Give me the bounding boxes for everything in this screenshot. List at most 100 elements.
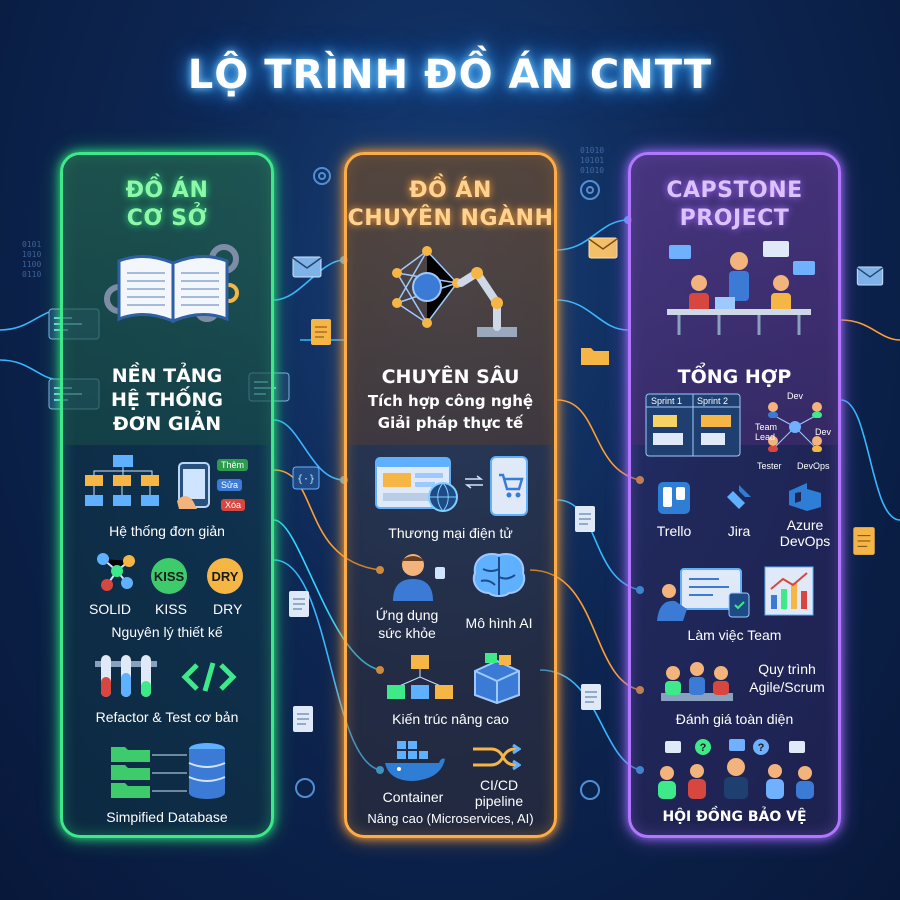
role-dev: Dev — [815, 427, 832, 437]
cicd-pipeline-icon — [473, 743, 521, 771]
code-block-icon: {·} — [292, 466, 320, 490]
container-label: Container — [382, 789, 444, 805]
package-boxes-icon — [474, 653, 520, 705]
open-book-gears-icon — [104, 244, 239, 324]
role-team-lead-line1: Team — [755, 422, 778, 432]
crud-edit-tag: Sửa — [217, 479, 243, 491]
azure-label-line2: DevOps — [779, 533, 831, 549]
document-icon — [293, 706, 313, 732]
defense-committee-label: HỘI ĐỒNG BẢO VỆ — [662, 809, 807, 825]
column-title-line1: CAPSTONE — [666, 178, 803, 203]
flowchart-icon — [85, 455, 159, 506]
document-icon — [311, 319, 331, 345]
column-title-line1: ĐỒ ÁN — [409, 178, 492, 203]
docker-whale-icon — [385, 741, 445, 781]
refactor-test-label: Refactor & Test cơ bản — [95, 709, 239, 725]
column-specialized-project: ĐỒ ÁN CHUYÊN NGÀNH CHUYÊN SÂU Tích hợp c… — [344, 152, 557, 838]
dry-label: DRY — [213, 601, 243, 617]
ai-model-label: Mô hình AI — [465, 615, 533, 631]
envelope-icon — [856, 266, 884, 286]
agile-label-line1: Quy trình — [758, 661, 816, 677]
column-title-line2: CƠ SỞ — [126, 206, 208, 231]
document-icon — [853, 527, 875, 555]
mobile-cart-icon — [490, 456, 528, 516]
code-brackets-icon — [181, 662, 237, 692]
column-subtitle-line2: HỆ THỐNG — [110, 389, 223, 411]
sprint2-label: Sprint 2 — [697, 396, 729, 406]
svg-text:?: ? — [758, 742, 765, 754]
column-subtitle-line1: NỀN TẢNG — [111, 365, 223, 387]
health-app-label-line2: sức khỏe — [378, 625, 436, 641]
trello-label: Trello — [656, 523, 692, 539]
globe-icon — [428, 482, 458, 512]
dry-badge: DRY — [207, 558, 243, 594]
folder-icon — [581, 348, 609, 365]
column-subtitle-line2: Tích hợp công nghệ — [367, 392, 534, 410]
simplified-database-label: Simpified Database — [106, 809, 228, 825]
kiss-label: KISS — [155, 601, 187, 617]
crud-add-tag: Thêm — [217, 459, 249, 471]
person-smartwatch-icon — [393, 554, 445, 601]
column-title-line1: ĐỒ ÁN — [125, 178, 209, 203]
column-header-panel — [347, 155, 554, 445]
role-team-lead-line2: Lead — [755, 432, 776, 442]
ecommerce-label: Thương mại điện tử — [388, 525, 513, 541]
role-tester: Tester — [757, 461, 782, 471]
defense-committee-icon: ? ? — [658, 739, 814, 799]
solid-label: SOLID — [89, 601, 132, 617]
column-subtitle-line3: Giải pháp thực tế — [377, 414, 524, 432]
cicd-label-line2: pipeline — [474, 793, 524, 809]
cicd-label-line1: CI/CD — [479, 777, 519, 793]
column-basic-project: ĐỒ ÁN CƠ SỞ NỀN TẢNG HỆ THỐNG ĐƠN GIẢN T… — [60, 152, 274, 838]
role-devops: DevOps — [797, 461, 830, 471]
health-app-label-line1: Ứng dụng — [375, 607, 439, 623]
brain-ai-icon — [472, 553, 526, 597]
sprint1-label: Sprint 1 — [651, 396, 683, 406]
advanced-architecture-label: Kiến trúc nâng cao — [392, 711, 509, 727]
column-subtitle-line1: CHUYÊN SÂU — [381, 366, 520, 388]
teamwork-label: Làm việc Team — [687, 627, 782, 643]
envelope-icon — [292, 256, 322, 278]
agile-label-line2: Agile/Scrum — [749, 679, 825, 695]
evaluation-label: Đánh giá toàn diện — [675, 711, 794, 727]
exchange-arrows-icon — [464, 475, 484, 489]
test-tubes-icon — [95, 655, 157, 697]
tablet-hand-icon — [177, 462, 210, 509]
kiss-badge: KISS — [151, 558, 187, 594]
envelope-icon — [588, 237, 618, 259]
page-title: LỘ TRÌNH ĐỒ ÁN CNTT — [187, 52, 713, 98]
browser-window-icon — [375, 457, 451, 509]
advanced-microservices-label: Nâng cao (Microservices, AI) — [367, 811, 534, 826]
teamwork-workstation-icon — [657, 566, 814, 621]
azure-label-line1: Azure — [786, 517, 824, 533]
team-meeting-icon — [667, 241, 815, 335]
role-dev: Dev — [787, 391, 804, 401]
crud-delete-tag: Xóa — [221, 499, 246, 511]
sprint-board-icon — [645, 393, 741, 457]
column-title-line2: PROJECT — [679, 206, 790, 231]
svg-text:{·}: {·} — [297, 474, 315, 485]
trello-logo-icon — [658, 482, 690, 514]
azure-devops-logo-icon — [789, 483, 821, 511]
simple-system-label: Hệ thống đơn giản — [109, 523, 225, 539]
column-subtitle-line3: ĐƠN GIẢN — [112, 413, 222, 435]
neural-network-robot-arm-icon — [392, 246, 517, 337]
design-principles-label: Nguyên lý thiết kế — [111, 624, 223, 640]
database-folders-icon — [111, 743, 226, 799]
column-capstone-project: CAPSTONE PROJECT TỔNG HỢP Sprint 1 Sprin… — [628, 152, 841, 838]
jira-label: Jira — [727, 523, 751, 539]
column-title-line2: CHUYÊN NGÀNH — [347, 206, 554, 231]
team-roles-icon — [768, 402, 822, 452]
agile-team-icon — [661, 662, 733, 701]
document-icon — [581, 684, 601, 710]
document-icon — [575, 506, 595, 532]
svg-text:?: ? — [700, 742, 707, 754]
document-icon — [289, 591, 309, 617]
column-subtitle-line1: TỔNG HỢP — [677, 366, 792, 388]
solid-molecule-icon — [97, 553, 135, 591]
cube-network-icon — [387, 655, 453, 699]
jira-logo-icon — [727, 485, 751, 509]
